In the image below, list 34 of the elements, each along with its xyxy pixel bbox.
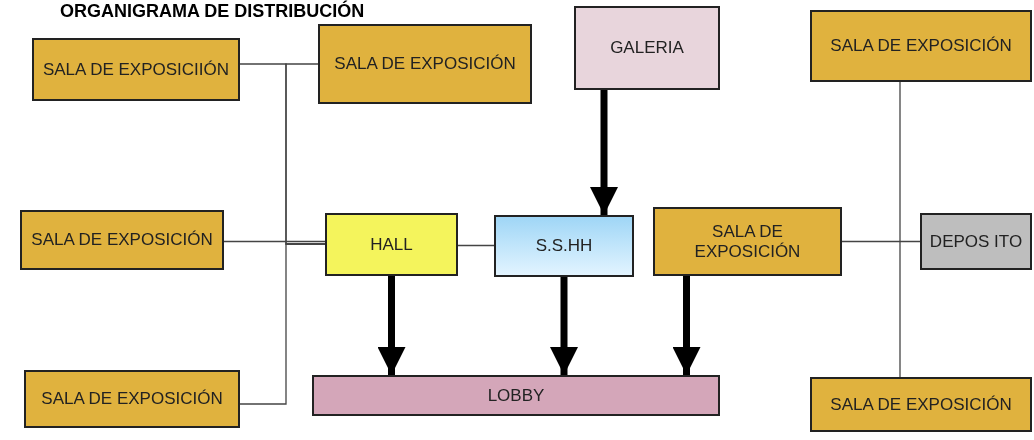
- room-box: [810, 10, 1032, 82]
- room-box: [574, 6, 720, 90]
- room-label: GALERIA: [610, 38, 684, 58]
- connector-line: [841, 240, 921, 243]
- room-box: [325, 213, 458, 276]
- room-box: [20, 210, 224, 270]
- room-label: SALA DE EXPOSICIÓN: [693, 221, 802, 262]
- room-label: SALA DE EXPOSICIÓN: [41, 389, 223, 409]
- room-label: S.S.HH: [535, 236, 593, 256]
- room-box: [24, 370, 240, 428]
- arrow: [672, 276, 701, 375]
- room-box: [810, 377, 1032, 432]
- room-box: [920, 213, 1032, 270]
- room-box: [32, 38, 240, 101]
- room-label: SALA DE EXPOSICIÓN: [830, 36, 1012, 56]
- room-label: LOBBY: [487, 385, 545, 406]
- room-box: [494, 215, 634, 277]
- room-label: SALA DE EXPOSICIIÓN: [42, 59, 230, 80]
- connector-line: [899, 81, 901, 378]
- room-label: SALA DE EXPOSICIÓN: [31, 230, 213, 250]
- room-label: HALL: [370, 234, 413, 255]
- connector-line: [239, 243, 326, 405]
- room-box: [653, 207, 842, 276]
- arrow: [590, 90, 618, 215]
- room-label: SALA DE EXPOSICIÓN: [334, 54, 516, 74]
- room-label: SALA DE EXPOSICIÓN: [830, 394, 1012, 415]
- arrow: [550, 277, 578, 375]
- arrow: [377, 276, 406, 375]
- connector-line: [223, 240, 326, 243]
- connector-line: [457, 244, 495, 247]
- room-box: [312, 375, 720, 416]
- room-box: [318, 24, 532, 104]
- diagram-title: ORGANIGRAMA DE DISTRIBUCIÓN: [60, 0, 365, 22]
- room-label: DEPOS ITO: [929, 231, 1023, 252]
